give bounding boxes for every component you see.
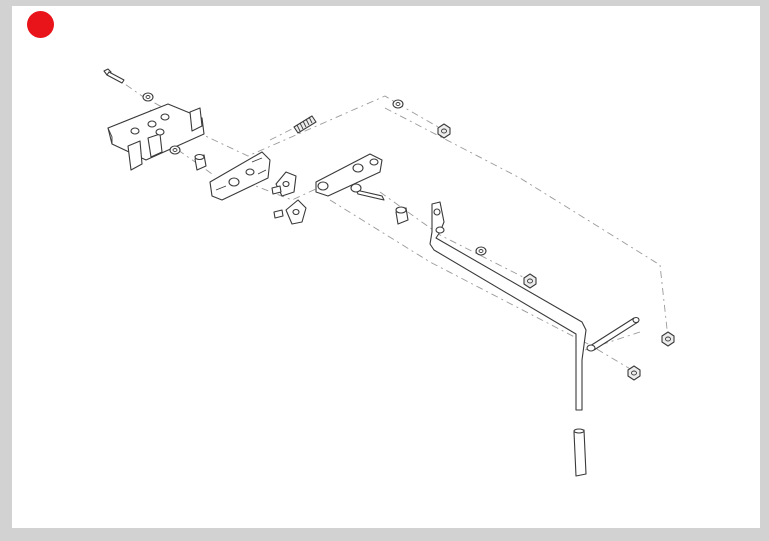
long-pin-right xyxy=(586,316,640,352)
nut-bottom-right-upper xyxy=(661,331,675,347)
red-dot-icon xyxy=(27,11,54,38)
spring xyxy=(293,115,317,134)
bracket-plate-center xyxy=(209,151,271,201)
control-rod xyxy=(429,201,587,411)
bushing-center xyxy=(395,206,409,225)
spacer-mid-left xyxy=(194,153,207,171)
lever-link-upper xyxy=(271,171,297,197)
diagram-panel xyxy=(12,6,760,528)
pivot-arm-plate xyxy=(315,153,385,201)
nut-on-rod xyxy=(523,273,537,289)
washer-top-left xyxy=(142,92,154,102)
mounting-plate-left xyxy=(107,103,205,171)
lever-cam-lower xyxy=(273,199,307,225)
nut-top-right xyxy=(437,123,451,139)
nut-bottom-right-lower xyxy=(627,365,641,381)
bolt-top-left xyxy=(103,68,125,84)
washer-on-rod xyxy=(475,246,487,256)
washer-mid-left xyxy=(169,145,181,155)
grip-sleeve xyxy=(573,428,587,477)
washer-top-right xyxy=(392,99,404,109)
